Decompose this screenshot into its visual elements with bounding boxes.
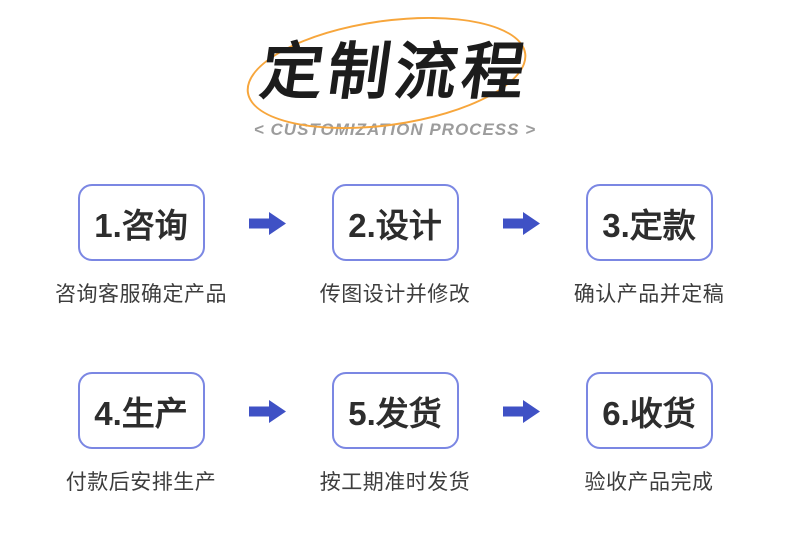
arrow-right-icon bbox=[503, 400, 540, 423]
step-2-label: 2.设计 bbox=[348, 206, 442, 244]
step-4-caption: 付款后安排生产 bbox=[65, 471, 217, 494]
step-6-label: 6.收货 bbox=[602, 394, 696, 432]
flow-row-2: 4.生产 付款后安排生产 5.发货 按工期准时发货 6.收货 验收产品完成 bbox=[0, 372, 790, 496]
step-1-caption: 咨询客服确定产品 bbox=[55, 283, 227, 306]
step-1-label: 1.咨询 bbox=[94, 206, 188, 244]
step-2-design: 2.设计 传图设计并修改 bbox=[299, 184, 491, 308]
step-6-box: 6.收货 bbox=[585, 372, 713, 449]
step-4-label: 4.生产 bbox=[94, 394, 188, 432]
arrow-right-icon bbox=[249, 400, 286, 423]
step-4-box: 4.生产 bbox=[77, 372, 205, 449]
step-5-caption: 按工期准时发货 bbox=[319, 471, 471, 494]
step-3-box: 3.定款 bbox=[585, 184, 713, 261]
step-2-box: 2.设计 bbox=[331, 184, 459, 261]
flow-row-1: 1.咨询 咨询客服确定产品 2.设计 传图设计并修改 3.定款 确认产品并定稿 bbox=[0, 184, 790, 308]
step-6-caption: 验收产品完成 bbox=[584, 471, 714, 494]
step-5-box: 5.发货 bbox=[331, 372, 459, 449]
step-2-caption: 传图设计并修改 bbox=[319, 283, 471, 306]
step-3-deposit: 3.定款 确认产品并定稿 bbox=[553, 184, 745, 308]
page-title: 定制流程 bbox=[256, 38, 534, 107]
step-4-production: 4.生产 付款后安排生产 bbox=[45, 372, 237, 496]
step-1-consult: 1.咨询 咨询客服确定产品 bbox=[45, 184, 237, 308]
header: 定制流程 < CUSTOMIZATION PROCESS > bbox=[0, 0, 790, 146]
step-6-receiving: 6.收货 验收产品完成 bbox=[553, 372, 745, 496]
step-5-shipping: 5.发货 按工期准时发货 bbox=[299, 372, 491, 496]
title-block: 定制流程 bbox=[239, 0, 534, 146]
arrow-right-icon bbox=[503, 212, 540, 235]
step-3-label: 3.定款 bbox=[602, 206, 696, 244]
step-5-label: 5.发货 bbox=[348, 394, 442, 432]
page-subtitle: < CUSTOMIZATION PROCESS > bbox=[253, 120, 537, 139]
step-1-box: 1.咨询 bbox=[77, 184, 205, 261]
step-3-caption: 确认产品并定稿 bbox=[573, 283, 725, 306]
arrow-right-icon bbox=[249, 212, 286, 235]
